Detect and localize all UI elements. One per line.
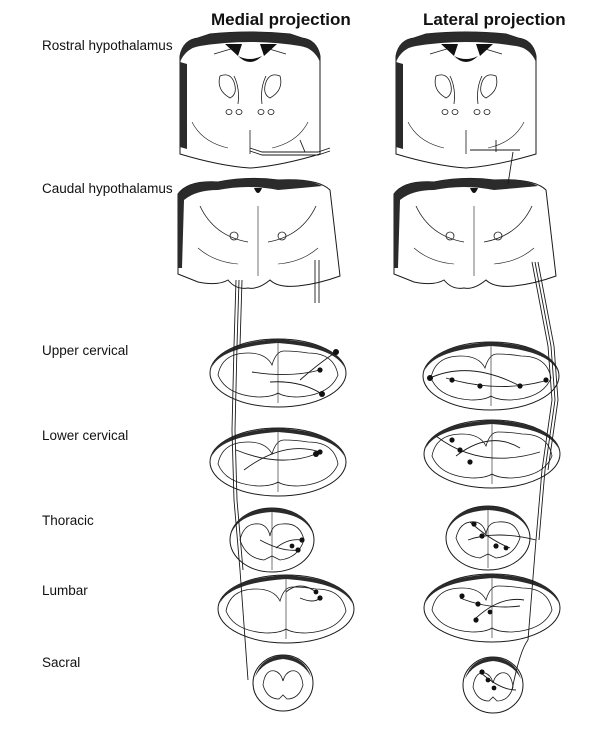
- lateral-terminal-dots: [427, 375, 549, 691]
- lateral-section-caudal-hypothalamus: [393, 177, 557, 289]
- medial-section-lower-cervical: [209, 427, 347, 497]
- lateral-section-upper-cervical: [422, 341, 560, 411]
- medial-section-caudal-hypothalamus: [177, 177, 341, 289]
- medial-terminal-dots: [289, 349, 339, 601]
- lateral-section-lumbar: [423, 573, 561, 643]
- label-rostral-hypothalamus: Rostral hypothalamus: [42, 38, 173, 53]
- label-upper-cervical: Upper cervical: [42, 343, 129, 358]
- lateral-projection-title: Lateral projection: [423, 10, 566, 29]
- medial-section-sacral: [252, 654, 314, 712]
- label-lumbar: Lumbar: [42, 583, 88, 598]
- label-lower-cervical: Lower cervical: [42, 428, 129, 443]
- lateral-section-thoracic: [445, 505, 531, 571]
- medial-projection-title: Medial projection: [211, 10, 351, 29]
- medial-section-lumbar: [217, 574, 355, 644]
- lateral-section-rostral-hypothalamus: [395, 31, 537, 169]
- lateral-column: [393, 31, 561, 714]
- lateral-section-lower-cervical: [423, 419, 561, 489]
- label-sacral: Sacral: [42, 655, 81, 670]
- label-thoracic: Thoracic: [42, 513, 94, 528]
- lateral-section-sacral: [462, 656, 524, 714]
- medial-column: [177, 31, 355, 712]
- medial-section-upper-cervical: [209, 338, 347, 408]
- lateral-projection-fibers: [429, 140, 559, 691]
- medial-section-rostral-hypothalamus: [179, 31, 321, 169]
- label-caudal-hypothalamus: Caudal hypothalamus: [42, 181, 173, 196]
